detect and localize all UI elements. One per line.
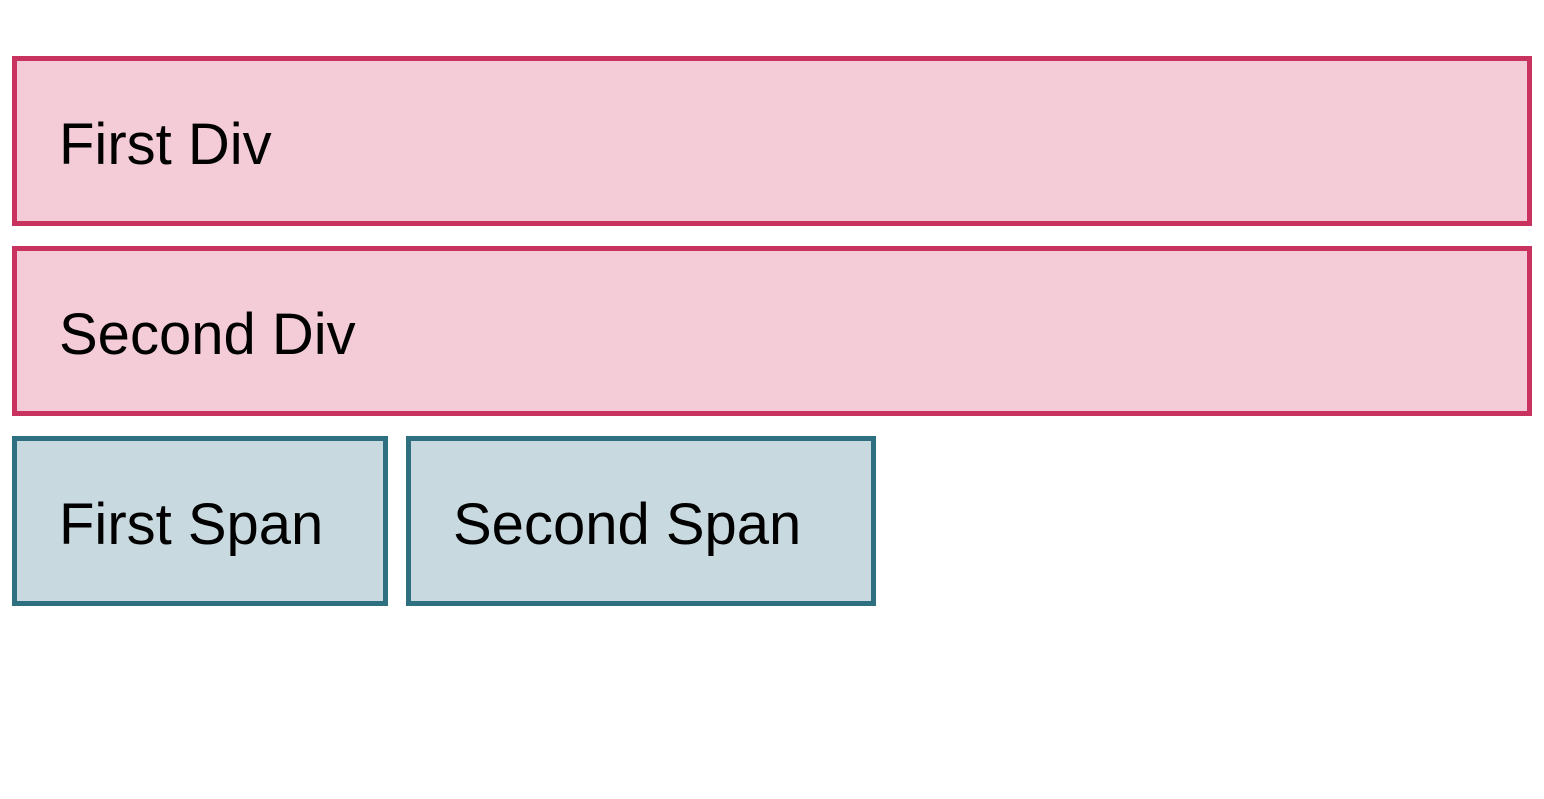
first-span-label: First Span: [59, 492, 324, 557]
first-div-label: First Div: [59, 112, 272, 177]
second-div-label: Second Div: [59, 302, 356, 367]
first-span-box: First Span: [12, 436, 388, 606]
second-span-label: Second Span: [453, 492, 802, 557]
second-div-box: Second Div: [12, 246, 1532, 416]
first-div-box: First Div: [12, 56, 1532, 226]
second-span-box: Second Span: [406, 436, 876, 606]
